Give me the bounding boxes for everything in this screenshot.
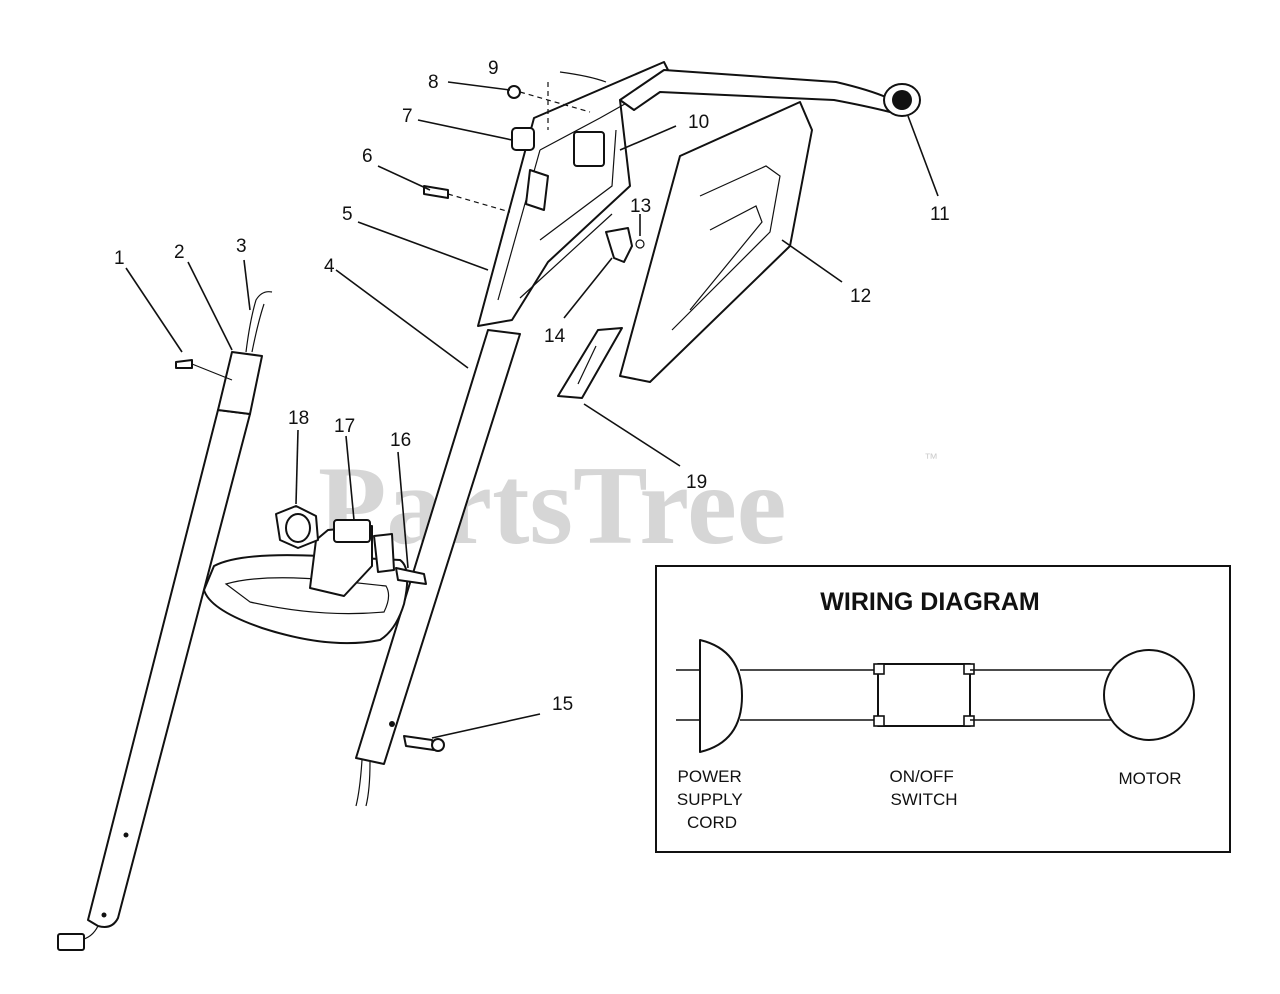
callout-11: 11 (930, 204, 950, 225)
callout-3: 3 (236, 236, 247, 257)
callout-17: 17 (334, 416, 355, 437)
callout-1: 1 (114, 248, 125, 269)
callout-19: 19 (686, 472, 707, 493)
callout-numbers: 1 2 3 4 5 6 7 8 9 10 11 12 13 14 15 16 1… (114, 58, 950, 715)
cord-plug (57, 925, 99, 951)
switch-trigger-part-14 (605, 227, 645, 263)
switch-housing (477, 61, 673, 327)
wiring-diagram: WIRING DIAGRAM POWER SUPPLY CORD ON/OFF … (655, 565, 1231, 853)
callout-16: 16 (390, 430, 411, 451)
motor-symbol (1103, 649, 1195, 741)
callout-4: 4 (324, 256, 335, 277)
lower-handle-tube (87, 351, 263, 928)
screw-part-8 (507, 85, 591, 113)
wiring-diagram-title: WIRING DIAGRAM (820, 588, 1039, 616)
callout-8: 8 (428, 72, 439, 93)
power-supply-cord-label: POWER SUPPLY CORD (677, 767, 747, 832)
callout-15: 15 (552, 694, 573, 715)
callout-9: 9 (488, 58, 499, 79)
watermark-text: PartsTree (318, 444, 787, 568)
upper-cord-handle (619, 69, 921, 117)
knob-part-18 (275, 505, 319, 549)
screw-part-6 (423, 185, 511, 213)
callout-14: 14 (544, 326, 566, 347)
callout-7: 7 (402, 106, 413, 127)
bolt-part-16 (395, 567, 427, 585)
leader-lines (125, 81, 939, 739)
watermark-trademark: ™ (924, 450, 938, 466)
callout-5: 5 (342, 204, 353, 225)
callout-18: 18 (288, 408, 309, 429)
auxiliary-handle (203, 519, 409, 645)
bolt-part-15 (403, 735, 445, 752)
callout-10: 10 (688, 112, 709, 133)
screw-part-1 (175, 359, 233, 381)
callout-12: 12 (850, 286, 871, 307)
panel-part-12 (619, 101, 813, 383)
cord-top (245, 291, 273, 353)
power-plug-symbol (699, 639, 743, 753)
callout-2: 2 (174, 242, 185, 263)
callout-13: 13 (630, 196, 651, 217)
clip-part-19 (557, 327, 623, 399)
callout-6: 6 (362, 146, 373, 167)
on-off-switch-label: ON/OFF SWITCH (890, 767, 959, 809)
motor-label: MOTOR (1119, 769, 1182, 788)
switch-symbol (877, 663, 971, 727)
